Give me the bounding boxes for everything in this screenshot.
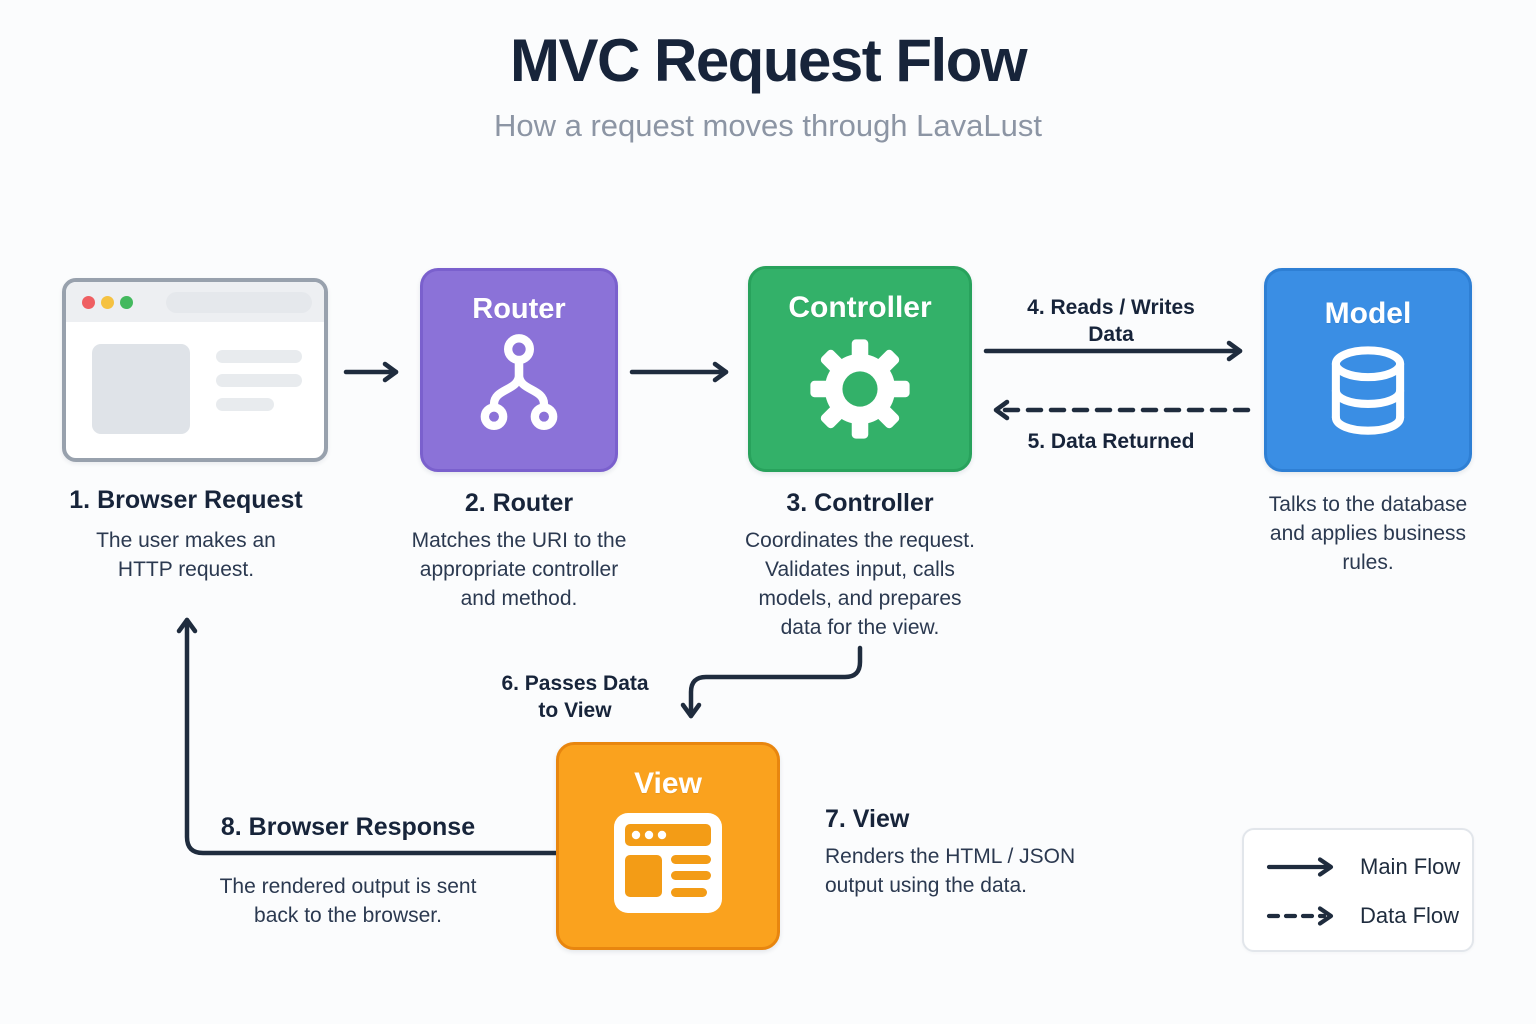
model-box-label: Model <box>1324 297 1412 330</box>
reads-writes-label: 4. Reads / Writes Data <box>1027 296 1195 346</box>
content-placeholder-line <box>216 350 302 363</box>
controller-box-label: Controller <box>788 291 932 324</box>
passes-data-label: 6. Passes Data to View <box>501 672 649 722</box>
browser-window-icon <box>614 813 722 913</box>
view-step-desc: Renders the HTML / JSON output using the… <box>825 845 1076 897</box>
browser-window-mock <box>62 278 328 462</box>
view-box-label: View <box>634 767 702 800</box>
page-title: MVC Request Flow <box>509 27 1028 94</box>
legend-data-flow-label: Data Flow <box>1360 903 1460 928</box>
minimize-dot-icon <box>101 296 114 309</box>
view-step-title: 7. View <box>825 805 910 833</box>
browser-mock-titlebar <box>66 282 324 322</box>
legend-main-flow-label: Main Flow <box>1360 854 1461 879</box>
database-icon <box>1331 346 1405 435</box>
router-box-label: Router <box>472 293 566 325</box>
controller-step-desc: Coordinates the request. Validates input… <box>745 529 975 639</box>
data-returned-label: 5. Data Returned <box>1027 430 1195 453</box>
content-placeholder-line <box>216 374 302 387</box>
legend-data-flow-row: Data Flow <box>1266 903 1459 929</box>
browser-response-desc: The rendered output is sent back to the … <box>219 875 477 927</box>
dashed-arrow-icon <box>1266 906 1334 926</box>
content-placeholder-block <box>92 344 190 434</box>
maximize-dot-icon <box>120 296 133 309</box>
route-branch-icon <box>480 334 558 430</box>
controller-node: Controller <box>748 266 972 472</box>
model-node: Model <box>1264 268 1472 472</box>
router-step-desc: Matches the URI to the appropriate contr… <box>411 529 627 610</box>
browser-step-title: 1. Browser Request <box>69 486 303 514</box>
browser-step-desc: The user makes an HTTP request. <box>96 529 276 581</box>
solid-arrow-icon <box>1266 857 1334 877</box>
router-node: Router <box>420 268 618 472</box>
legend: Main Flow Data Flow <box>1242 828 1474 952</box>
browser-response-label: 8. Browser Response <box>220 813 476 841</box>
gear-icon <box>810 339 910 439</box>
controller-step-title: 3. Controller <box>786 489 934 517</box>
model-step-desc: Talks to the database and applies busine… <box>1268 493 1468 574</box>
content-placeholder-line <box>216 398 274 411</box>
page-subtitle: How a request moves through LavaLust <box>494 108 1042 143</box>
close-dot-icon <box>82 296 95 309</box>
address-bar-placeholder <box>166 292 312 313</box>
router-step-title: 2. Router <box>464 489 574 517</box>
legend-main-flow-row: Main Flow <box>1266 854 1460 880</box>
view-node: View <box>556 742 780 950</box>
arrow-controller-to-view <box>680 645 863 719</box>
